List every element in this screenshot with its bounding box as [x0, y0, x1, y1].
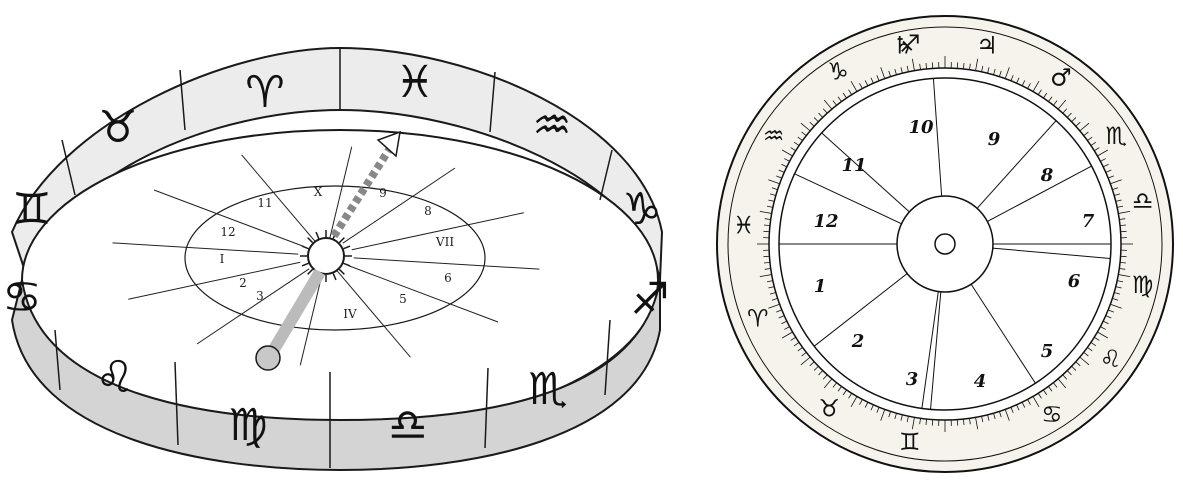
house-number-1: 1	[814, 276, 827, 297]
zodiac-sign-aquarius: ♒	[532, 100, 571, 151]
left-house-label: 12	[220, 225, 235, 239]
house-number-10: 10	[908, 117, 934, 138]
outer-ring-glyph: ♋	[1041, 400, 1063, 428]
left-house-label: I	[220, 252, 225, 266]
house-number-12: 12	[813, 211, 838, 232]
left-house-label: 11	[257, 196, 272, 210]
left-house-label: 3	[256, 289, 264, 303]
outer-ring-glyph: ♂	[1050, 64, 1072, 92]
zodiac-sign-virgo: ♍	[228, 400, 267, 451]
left-house-label: 9	[379, 186, 387, 200]
zodiac-sign-gemini: ♊	[12, 184, 51, 235]
outer-ring-glyph: ♐	[899, 30, 921, 58]
left-house-label: 2	[239, 276, 247, 290]
outer-ring-glyph: ♏	[1106, 122, 1128, 150]
house-number-11: 11	[841, 155, 866, 176]
center-circle	[935, 234, 955, 254]
outer-ring-glyph: ♎	[1132, 187, 1154, 215]
house-number-8: 8	[1040, 165, 1054, 186]
outer-ring-glyph: ♉	[818, 394, 840, 422]
zodiac-sign-aries: ♈	[245, 67, 284, 118]
moon-icon	[256, 346, 280, 370]
outer-ring-glyph: ♌	[1100, 345, 1122, 373]
house-number-3: 3	[906, 369, 919, 390]
zodiac-sign-leo: ♌	[95, 352, 134, 403]
house-number-9: 9	[988, 129, 1001, 150]
left-house-label: 6	[444, 271, 452, 285]
left-house-label: IV	[343, 307, 357, 321]
house-number-7: 7	[1082, 211, 1095, 232]
left-house-label: X	[314, 185, 323, 199]
zodiac-sign-capricorn: ♑	[622, 184, 661, 235]
zodiac-sign-cancer: ♋	[2, 272, 41, 323]
outer-ring-glyph: ♊	[899, 428, 921, 456]
house-number-2: 2	[851, 331, 865, 352]
sun-icon	[300, 230, 352, 282]
left-house-label: 8	[424, 204, 432, 218]
house-number-6: 6	[1068, 271, 1081, 292]
outer-ring-glyph: ♓	[733, 211, 755, 239]
zodiac-sign-libra: ♎	[388, 400, 427, 451]
zodiac-sign-sagittarius: ♐	[630, 274, 669, 325]
outer-ring-glyph: ♒	[763, 122, 785, 150]
outer-ring-glyph: ♑	[827, 58, 849, 86]
zodiac-sign-taurus: ♉	[98, 102, 137, 153]
outer-ring-glyph: ♃	[976, 31, 998, 59]
left-house-label: 5	[399, 292, 407, 306]
outer-ring-glyph: ♈	[747, 305, 769, 333]
outer-ring-glyph: ♍	[1132, 271, 1154, 299]
house-number-5: 5	[1041, 341, 1054, 362]
left-house-label: VII	[435, 235, 454, 249]
zodiac-sign-scorpio: ♏	[528, 364, 567, 415]
house-number-4: 4	[974, 371, 987, 392]
zodiac-sign-pisces: ♓	[395, 57, 434, 108]
